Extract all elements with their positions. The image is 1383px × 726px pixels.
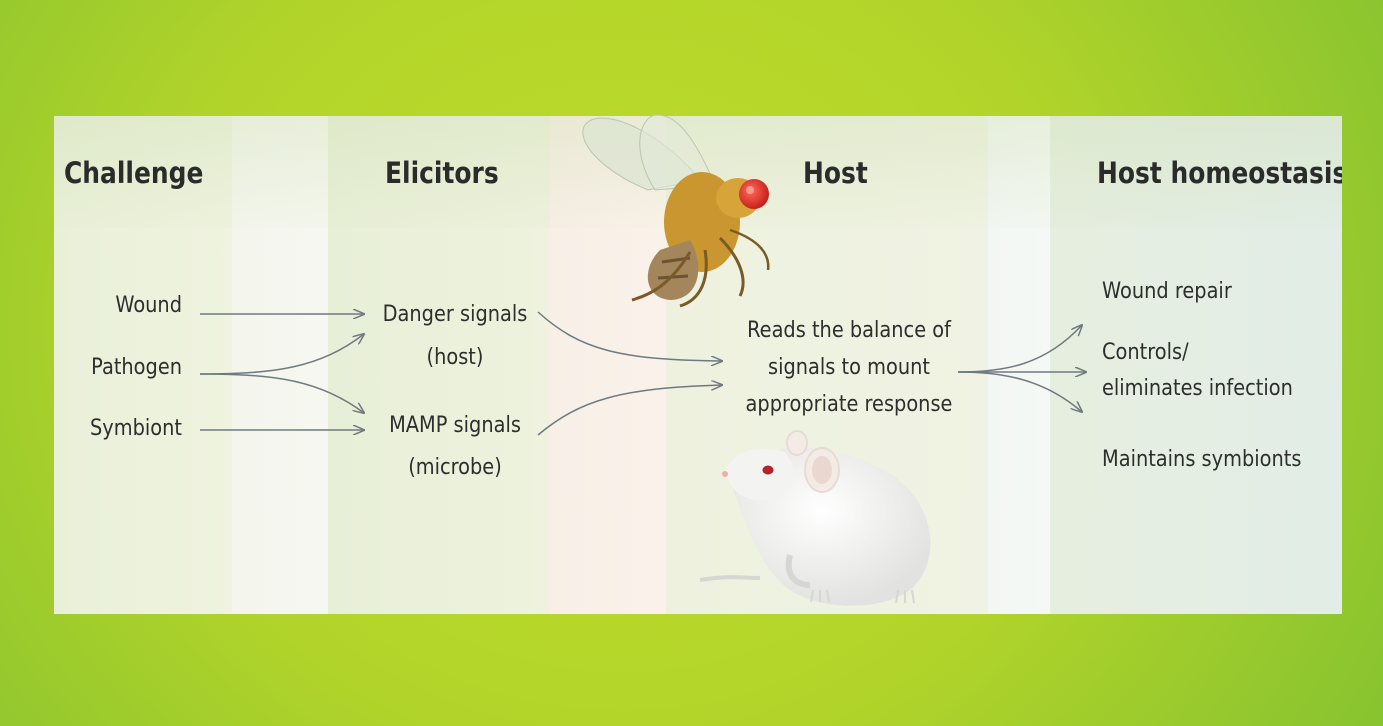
fruit-fly-icon bbox=[583, 115, 769, 306]
arrow-host-to-wound-repair bbox=[958, 325, 1082, 372]
outcome-arrows bbox=[958, 325, 1086, 412]
challenge-arrows bbox=[200, 314, 364, 430]
mouse-icon bbox=[700, 431, 930, 606]
arrow-host-to-maintains bbox=[958, 372, 1082, 412]
elicitor-arrows bbox=[538, 312, 722, 435]
arrow-pathogen-to-mamp bbox=[200, 374, 364, 413]
arrow-mamp-to-host bbox=[538, 385, 722, 435]
arrow-pathogen-to-danger bbox=[200, 334, 364, 374]
arrow-danger-to-host bbox=[538, 312, 722, 361]
